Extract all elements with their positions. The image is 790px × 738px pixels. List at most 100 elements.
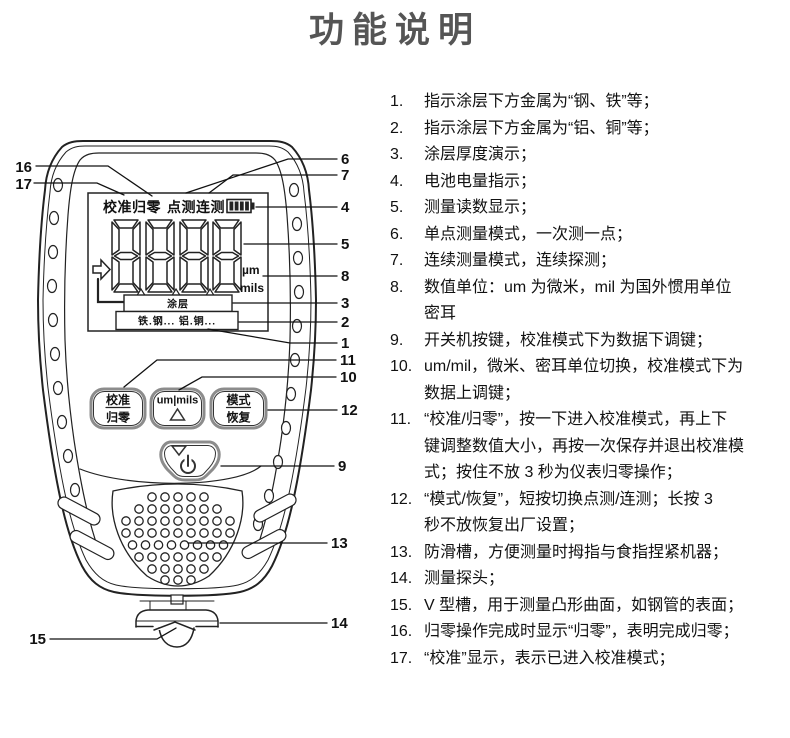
item-text: 连续测量模式，连续探测；	[424, 252, 617, 269]
item-text: 电池电量指示；	[424, 172, 537, 190]
callout-number-5: 5	[341, 236, 349, 253]
metals-box: 铁.钢... 铝.铜...	[115, 310, 239, 331]
callout-line-15	[49, 627, 177, 640]
callout-number-2: 2	[341, 314, 349, 331]
callout-number-6: 6	[341, 151, 349, 168]
item-number: 13.	[390, 543, 413, 561]
unit-mils-label: mils	[240, 281, 264, 295]
item-number: 7.	[390, 252, 404, 269]
item-number: 6.	[390, 225, 404, 243]
battery-icon	[226, 198, 255, 214]
item-text: 开关机按键，校准模式下为数据下调键；	[424, 331, 713, 349]
item-number: 2.	[390, 119, 404, 137]
item-number: 17.	[390, 649, 413, 667]
item-text: “模式/恢复”，短按切换点测/连测；长按 3 秒不放恢复出厂设置；	[424, 490, 713, 535]
list-item: 7. 连续测量模式，连续探测；	[390, 248, 786, 275]
svg-text:恢复: 恢复	[226, 410, 251, 425]
probe-assembly	[135, 594, 219, 648]
panel-bottom-curve	[79, 465, 262, 484]
callout-numbers: 6 7 4 5 8 3 2 1 11 10 12 9 13 14 16 17 1…	[15, 151, 357, 648]
power-button	[159, 440, 221, 482]
list-item: 9. 开关机按键，校准模式下为数据下调键；	[390, 328, 786, 355]
bottom-notch	[170, 594, 184, 605]
unit-um-label: µm	[242, 263, 260, 277]
item-number: 10.	[390, 358, 413, 375]
svg-text:校准: 校准	[106, 392, 130, 407]
list-item: 17. “校准”显示，表示已进入校准模式；	[390, 646, 786, 673]
triangle-down-icon	[170, 445, 188, 457]
item-number: 14.	[390, 570, 413, 587]
list-item: 12. “模式/恢复”，短按切换点测/连测；长按 3 秒不放恢复出厂设置；	[390, 487, 786, 540]
body-mid-line	[42, 145, 312, 590]
callout-number-9: 9	[338, 458, 346, 475]
svg-text:涂层: 涂层	[167, 298, 189, 311]
callout-number-11: 11	[340, 352, 356, 369]
list-item: 6. 单点测量模式，一次测一点；	[390, 222, 786, 249]
item-text: 数值单位：um 为微米，mil 为国外惯用单位 密耳	[424, 278, 732, 323]
callout-line-16	[35, 165, 153, 197]
calibrate-zero-button: 校准 归零	[89, 387, 147, 430]
list-item: 5. 测量读数显示；	[390, 195, 786, 222]
item-number: 5.	[390, 199, 404, 216]
callout-line-7	[208, 174, 338, 194]
callout-number-12: 12	[341, 402, 358, 419]
triangle-up-icon	[169, 407, 186, 421]
front-panel-line	[64, 152, 291, 549]
callout-number-16: 16	[15, 159, 32, 176]
item-text: “校准/归零”，按一下进入校准模式，再上下 键调整数值大小，再按一次保存并退出校…	[424, 411, 745, 481]
callout-number-13: 13	[331, 535, 348, 552]
probe-ball	[158, 627, 195, 648]
item-text: “校准”显示，表示已进入校准模式；	[424, 649, 675, 667]
callout-number-7: 7	[341, 167, 349, 184]
item-text: 指示涂层下方金属为“铝、铜”等；	[424, 119, 659, 137]
list-item: 15.V 型槽，用于测量凸形曲面，如钢管的表面；	[390, 593, 786, 620]
mode-restore-button: 模式 恢复	[209, 387, 268, 430]
power-icon	[180, 454, 196, 474]
list-item: 1. 指示涂层下方金属为“钢、铁”等；	[390, 89, 786, 116]
item-text: 归零操作完成时显示“归零”，表明完成归零；	[424, 623, 739, 640]
callout-lines	[33, 158, 338, 640]
item-number: 15.	[390, 596, 413, 614]
list-item: 4. 电池电量指示；	[390, 169, 786, 196]
callout-number-10: 10	[340, 369, 357, 386]
lcd-status-point-continuous: 点测连测	[167, 199, 225, 215]
svg-text:模式: 模式	[226, 392, 250, 407]
arrow-connector-line	[96, 277, 126, 304]
item-number: 16.	[390, 623, 413, 640]
item-number: 1.	[390, 93, 404, 110]
callout-line-6	[185, 158, 338, 194]
v-groove	[153, 621, 196, 631]
callout-number-3: 3	[341, 295, 349, 312]
probe-cap	[135, 609, 219, 628]
callout-line-11	[123, 359, 337, 388]
svg-text:um|mils: um|mils	[157, 395, 199, 407]
lcd-status-calibrate-zero: 校准归零	[103, 199, 161, 215]
list-item: 3.涂层厚度演示；	[390, 142, 786, 169]
list-item: 11. “校准/归零”，按一下进入校准模式，再上下 键调整数值大小，再按一次保存并…	[390, 407, 786, 487]
list-item: 14.测量探头；	[390, 566, 786, 593]
item-text: 涂层厚度演示；	[424, 146, 537, 163]
item-text: 测量读数显示；	[424, 199, 537, 216]
callout-number-17: 17	[15, 176, 32, 193]
list-item: 8.数值单位：um 为微米，mil 为国外惯用单位 密耳	[390, 275, 786, 328]
item-number: 4.	[390, 172, 404, 190]
item-text: 单点测量模式，一次测一点；	[424, 225, 633, 243]
item-number: 12.	[390, 490, 413, 508]
callout-number-15: 15	[29, 631, 46, 648]
lcd-display: 校准归零 点测连测	[87, 192, 269, 332]
anti-slip-area	[111, 483, 244, 587]
item-number: 9.	[390, 331, 404, 349]
unit-button: um|mils	[149, 387, 206, 430]
list-item: 16. 归零操作完成时显示“归零”，表明完成归零；	[390, 619, 786, 646]
device-diagram: 校准归零 点测连测	[15, 140, 358, 648]
list-item: 2. 指示涂层下方金属为“铝、铜”等；	[390, 116, 786, 143]
item-text: 指示涂层下方金属为“钢、铁”等；	[424, 93, 659, 110]
callout-line-10	[178, 376, 337, 391]
callout-number-8: 8	[341, 268, 349, 285]
callout-line-1	[207, 328, 338, 344]
svg-text:铁.钢... 铝.铜...: 铁.钢... 铝.铜...	[138, 315, 216, 328]
callout-line-17	[33, 182, 125, 196]
side-grip-bumps	[46, 177, 305, 532]
item-number: 11.	[390, 411, 412, 428]
